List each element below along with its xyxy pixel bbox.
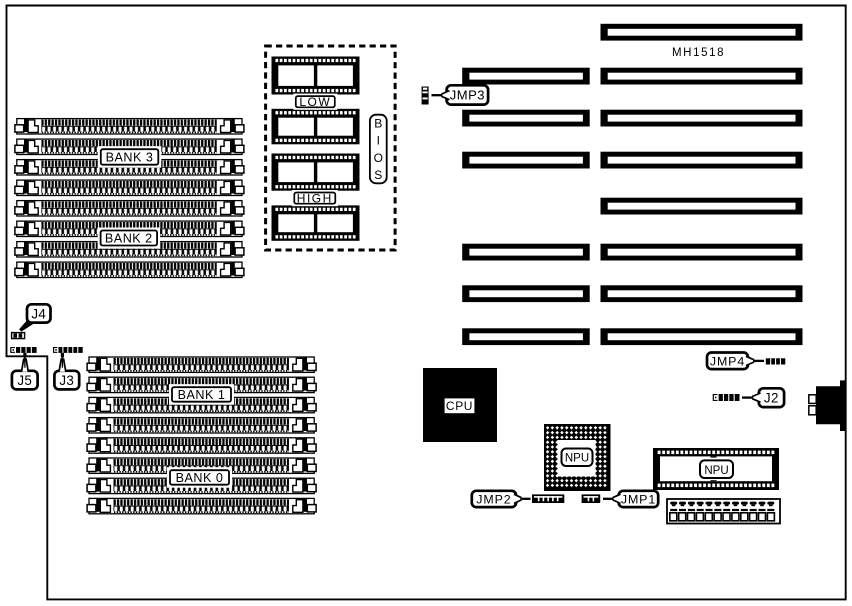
svg-text:JMP4: JMP4 bbox=[710, 354, 745, 368]
svg-text:O: O bbox=[374, 151, 383, 165]
svg-text:JMP1: JMP1 bbox=[621, 492, 656, 506]
svg-text:LOW: LOW bbox=[299, 95, 331, 109]
svg-text:B: B bbox=[374, 117, 382, 131]
svg-text:BANK 3: BANK 3 bbox=[106, 151, 154, 165]
svg-text:I: I bbox=[377, 134, 380, 148]
svg-text:MH1518: MH1518 bbox=[672, 47, 725, 59]
svg-text:HIGH: HIGH bbox=[297, 191, 333, 205]
svg-text:CPU: CPU bbox=[446, 399, 473, 413]
svg-text:J4: J4 bbox=[31, 306, 46, 321]
svg-text:BANK 1: BANK 1 bbox=[178, 388, 226, 402]
svg-text:NPU: NPU bbox=[704, 465, 728, 477]
svg-text:J3: J3 bbox=[59, 373, 74, 388]
svg-text:JMP2: JMP2 bbox=[476, 492, 511, 506]
svg-text:BANK 2: BANK 2 bbox=[105, 232, 153, 246]
svg-text:J2: J2 bbox=[764, 391, 779, 406]
svg-text:S: S bbox=[374, 168, 382, 182]
svg-text:J5: J5 bbox=[17, 373, 32, 388]
svg-text:JMP3: JMP3 bbox=[450, 88, 485, 103]
svg-text:NPU: NPU bbox=[565, 453, 589, 465]
svg-text:BANK 0: BANK 0 bbox=[176, 471, 224, 485]
